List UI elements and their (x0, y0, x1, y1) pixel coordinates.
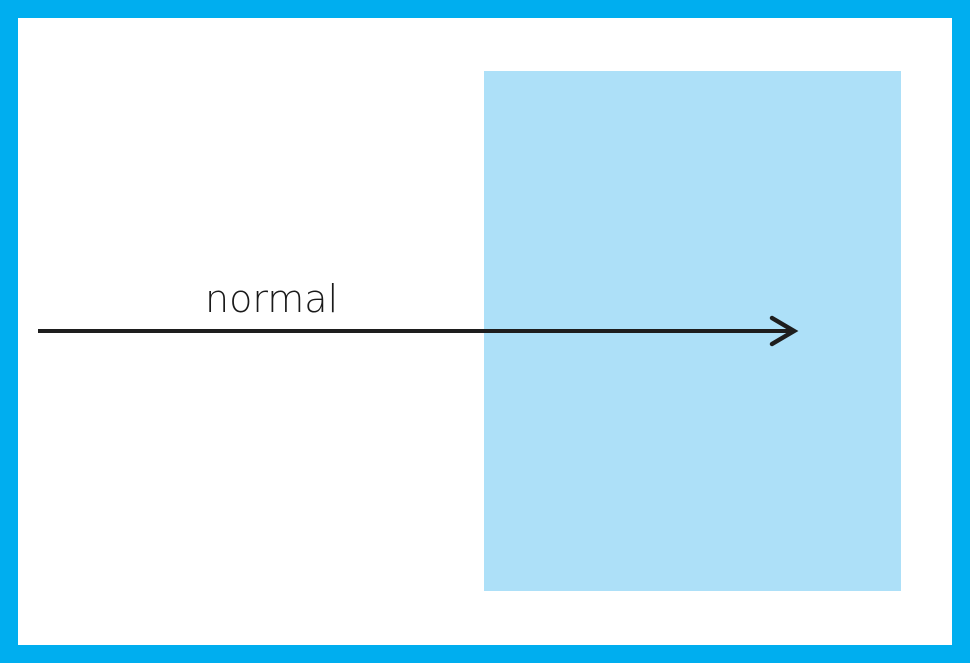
arrow-label: normal (205, 277, 339, 321)
arrow-head (769, 315, 799, 347)
right-arrow-icon (38, 315, 799, 347)
